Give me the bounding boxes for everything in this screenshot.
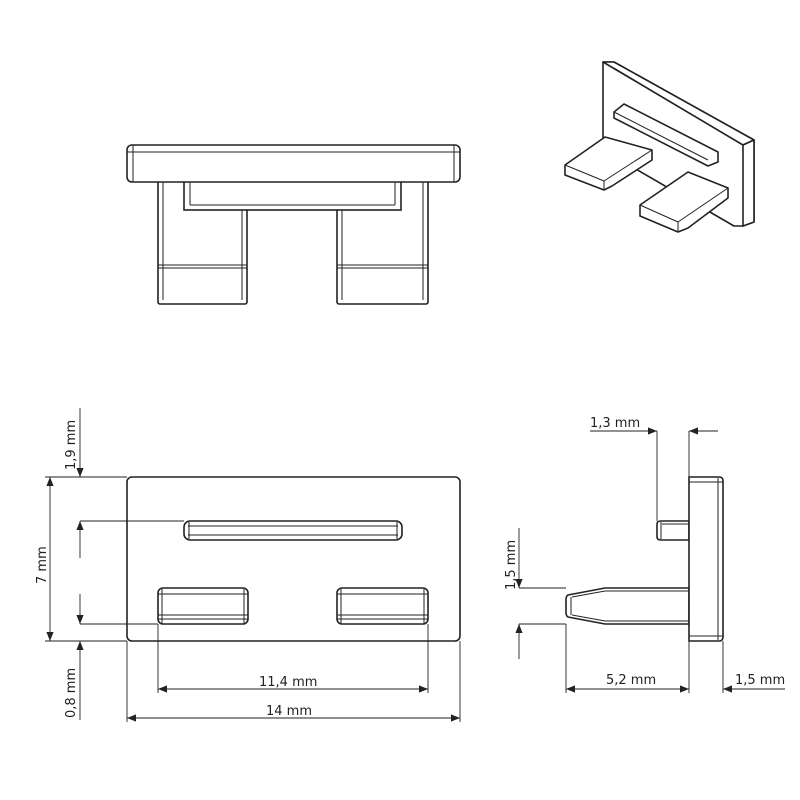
dim-plate-thickness: 1,5 mm <box>735 673 785 688</box>
side-view: 1,3 mm 1,5 mm 5,2 mm 1,5 mm <box>504 416 785 693</box>
isometric-view <box>564 61 755 233</box>
dim-short-peg: 1,3 mm <box>590 416 640 431</box>
dim-leg-span: 11,4 mm <box>259 675 317 690</box>
top-view: 1,9 mm 7 mm 0,8 mm 11,4 mm 14 mm <box>35 408 461 722</box>
dim-bottom-offset: 0,8 mm <box>64 668 79 718</box>
dim-height: 7 mm <box>35 546 50 584</box>
dim-peg-thickness: 1,5 mm <box>504 540 519 590</box>
dim-top-offset: 1,9 mm <box>64 420 79 470</box>
dim-peg-length: 5,2 mm <box>606 673 656 688</box>
dim-width: 14 mm <box>266 704 312 719</box>
front-view <box>126 144 461 305</box>
